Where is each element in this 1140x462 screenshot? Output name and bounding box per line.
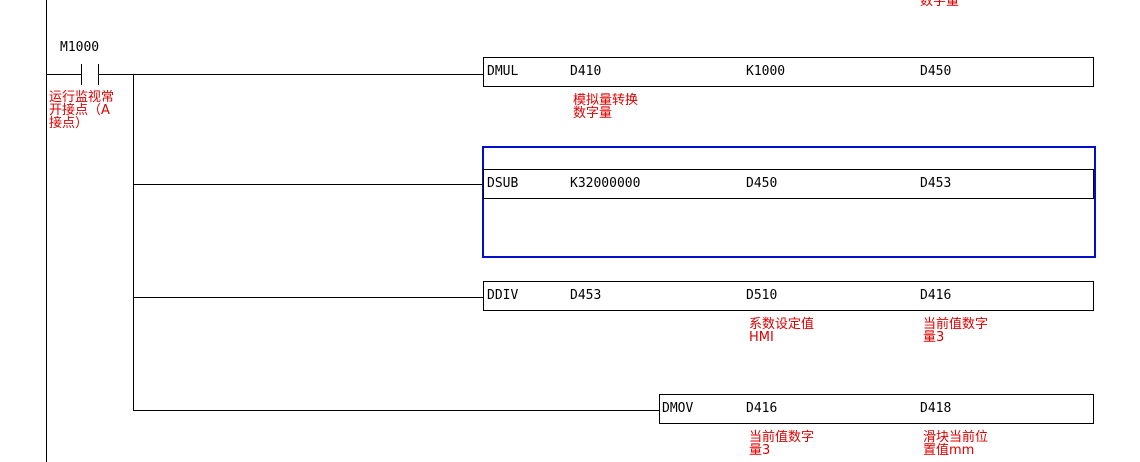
comment: 滑块当前位 置值mm [923,430,989,458]
wire [133,297,483,298]
opcode: DSUB [487,176,519,191]
opcode: DMUL [487,64,519,79]
contact-no-icon[interactable] [81,64,82,85]
comment: 模拟量转换 数字量 [573,93,639,121]
comment: 当前值数字 量3 [749,430,815,458]
wire [133,410,659,411]
branch-wire [133,74,134,411]
comment: 当前值数字 量3 [923,317,989,345]
operand: K1000 [746,64,786,79]
operand: D416 [920,288,952,303]
operand: D453 [570,288,602,303]
instruction-dmov[interactable] [659,394,1094,424]
selection-cursor [482,146,1096,258]
comment: 系数设定值 HMI [749,317,815,345]
contact-label[interactable]: M1000 [60,40,100,55]
contact-comment: 运行监视常 开接点（A 接点） [49,90,115,131]
operand: D450 [920,64,952,79]
wire [98,74,483,75]
wire [46,74,81,75]
operand: D418 [920,401,952,416]
instruction-dsub[interactable] [483,169,1094,199]
operand: D416 [746,401,778,416]
opcode: DDIV [487,288,519,303]
left-power-rail [46,0,47,462]
operand: D410 [570,64,602,79]
operand: D450 [746,176,778,191]
opcode: DMOV [662,401,694,416]
operand: D510 [746,288,778,303]
operand: D453 [920,176,952,191]
instruction-ddiv[interactable] [483,281,1094,311]
wire [133,184,483,185]
instruction-dmul[interactable] [483,57,1094,87]
operand: K32000000 [570,176,641,191]
comment: 数字量 [920,0,960,9]
